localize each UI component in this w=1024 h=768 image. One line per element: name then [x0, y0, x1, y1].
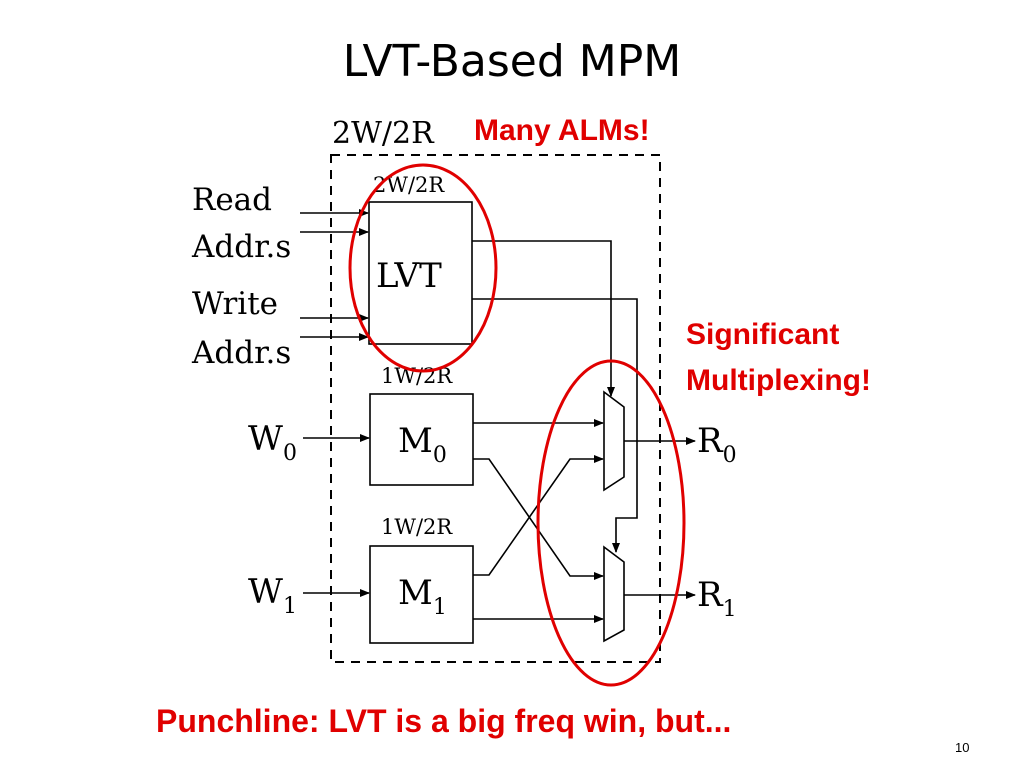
multiplexing-line: Multiplexing! — [686, 364, 871, 397]
mux-0 — [603, 390, 625, 492]
m1-to-mux0 — [473, 455, 604, 576]
lvt-block-label: LVT — [376, 256, 442, 296]
outer-dashed-box — [330, 154, 661, 663]
lvt-highlight-ellipse — [348, 163, 498, 373]
m0-block-label: M0 — [398, 421, 447, 468]
mux-1 — [603, 545, 625, 643]
slide-title: LVT-Based MPM — [342, 36, 682, 87]
mux-highlight-ellipse — [536, 359, 686, 687]
m1-block — [369, 545, 474, 644]
m1-block-label: M1 — [398, 573, 447, 620]
w1-label: W1 — [248, 572, 297, 619]
many-alms-annotation: Many ALMs! — [474, 114, 650, 147]
read-addr-label: Addr.s — [191, 229, 291, 265]
punchline: Punchline: LVT is a big freq win, but... — [156, 703, 732, 739]
r0-label: R0 — [697, 421, 737, 468]
outer-port-label: 2W/2R — [332, 116, 435, 151]
lvt-port-label: 2W/2R — [373, 173, 445, 197]
lvt-block — [368, 201, 473, 345]
read-label: Read — [192, 182, 272, 218]
r1-label: R1 — [697, 575, 737, 622]
page-number: 10 — [955, 740, 970, 755]
w0-label: W0 — [248, 419, 297, 466]
write-addr-label: Addr.s — [191, 335, 291, 371]
significant-line: Significant — [686, 318, 840, 351]
m1-port-label: 1W/2R — [381, 515, 453, 539]
m0-block — [369, 393, 474, 486]
lvt-select-line-0 — [472, 240, 615, 397]
write-label: Write — [192, 286, 278, 322]
lvt-select-line-1 — [472, 298, 638, 553]
significant-multiplexing-annotation: Significant Multiplexing! — [686, 312, 871, 404]
